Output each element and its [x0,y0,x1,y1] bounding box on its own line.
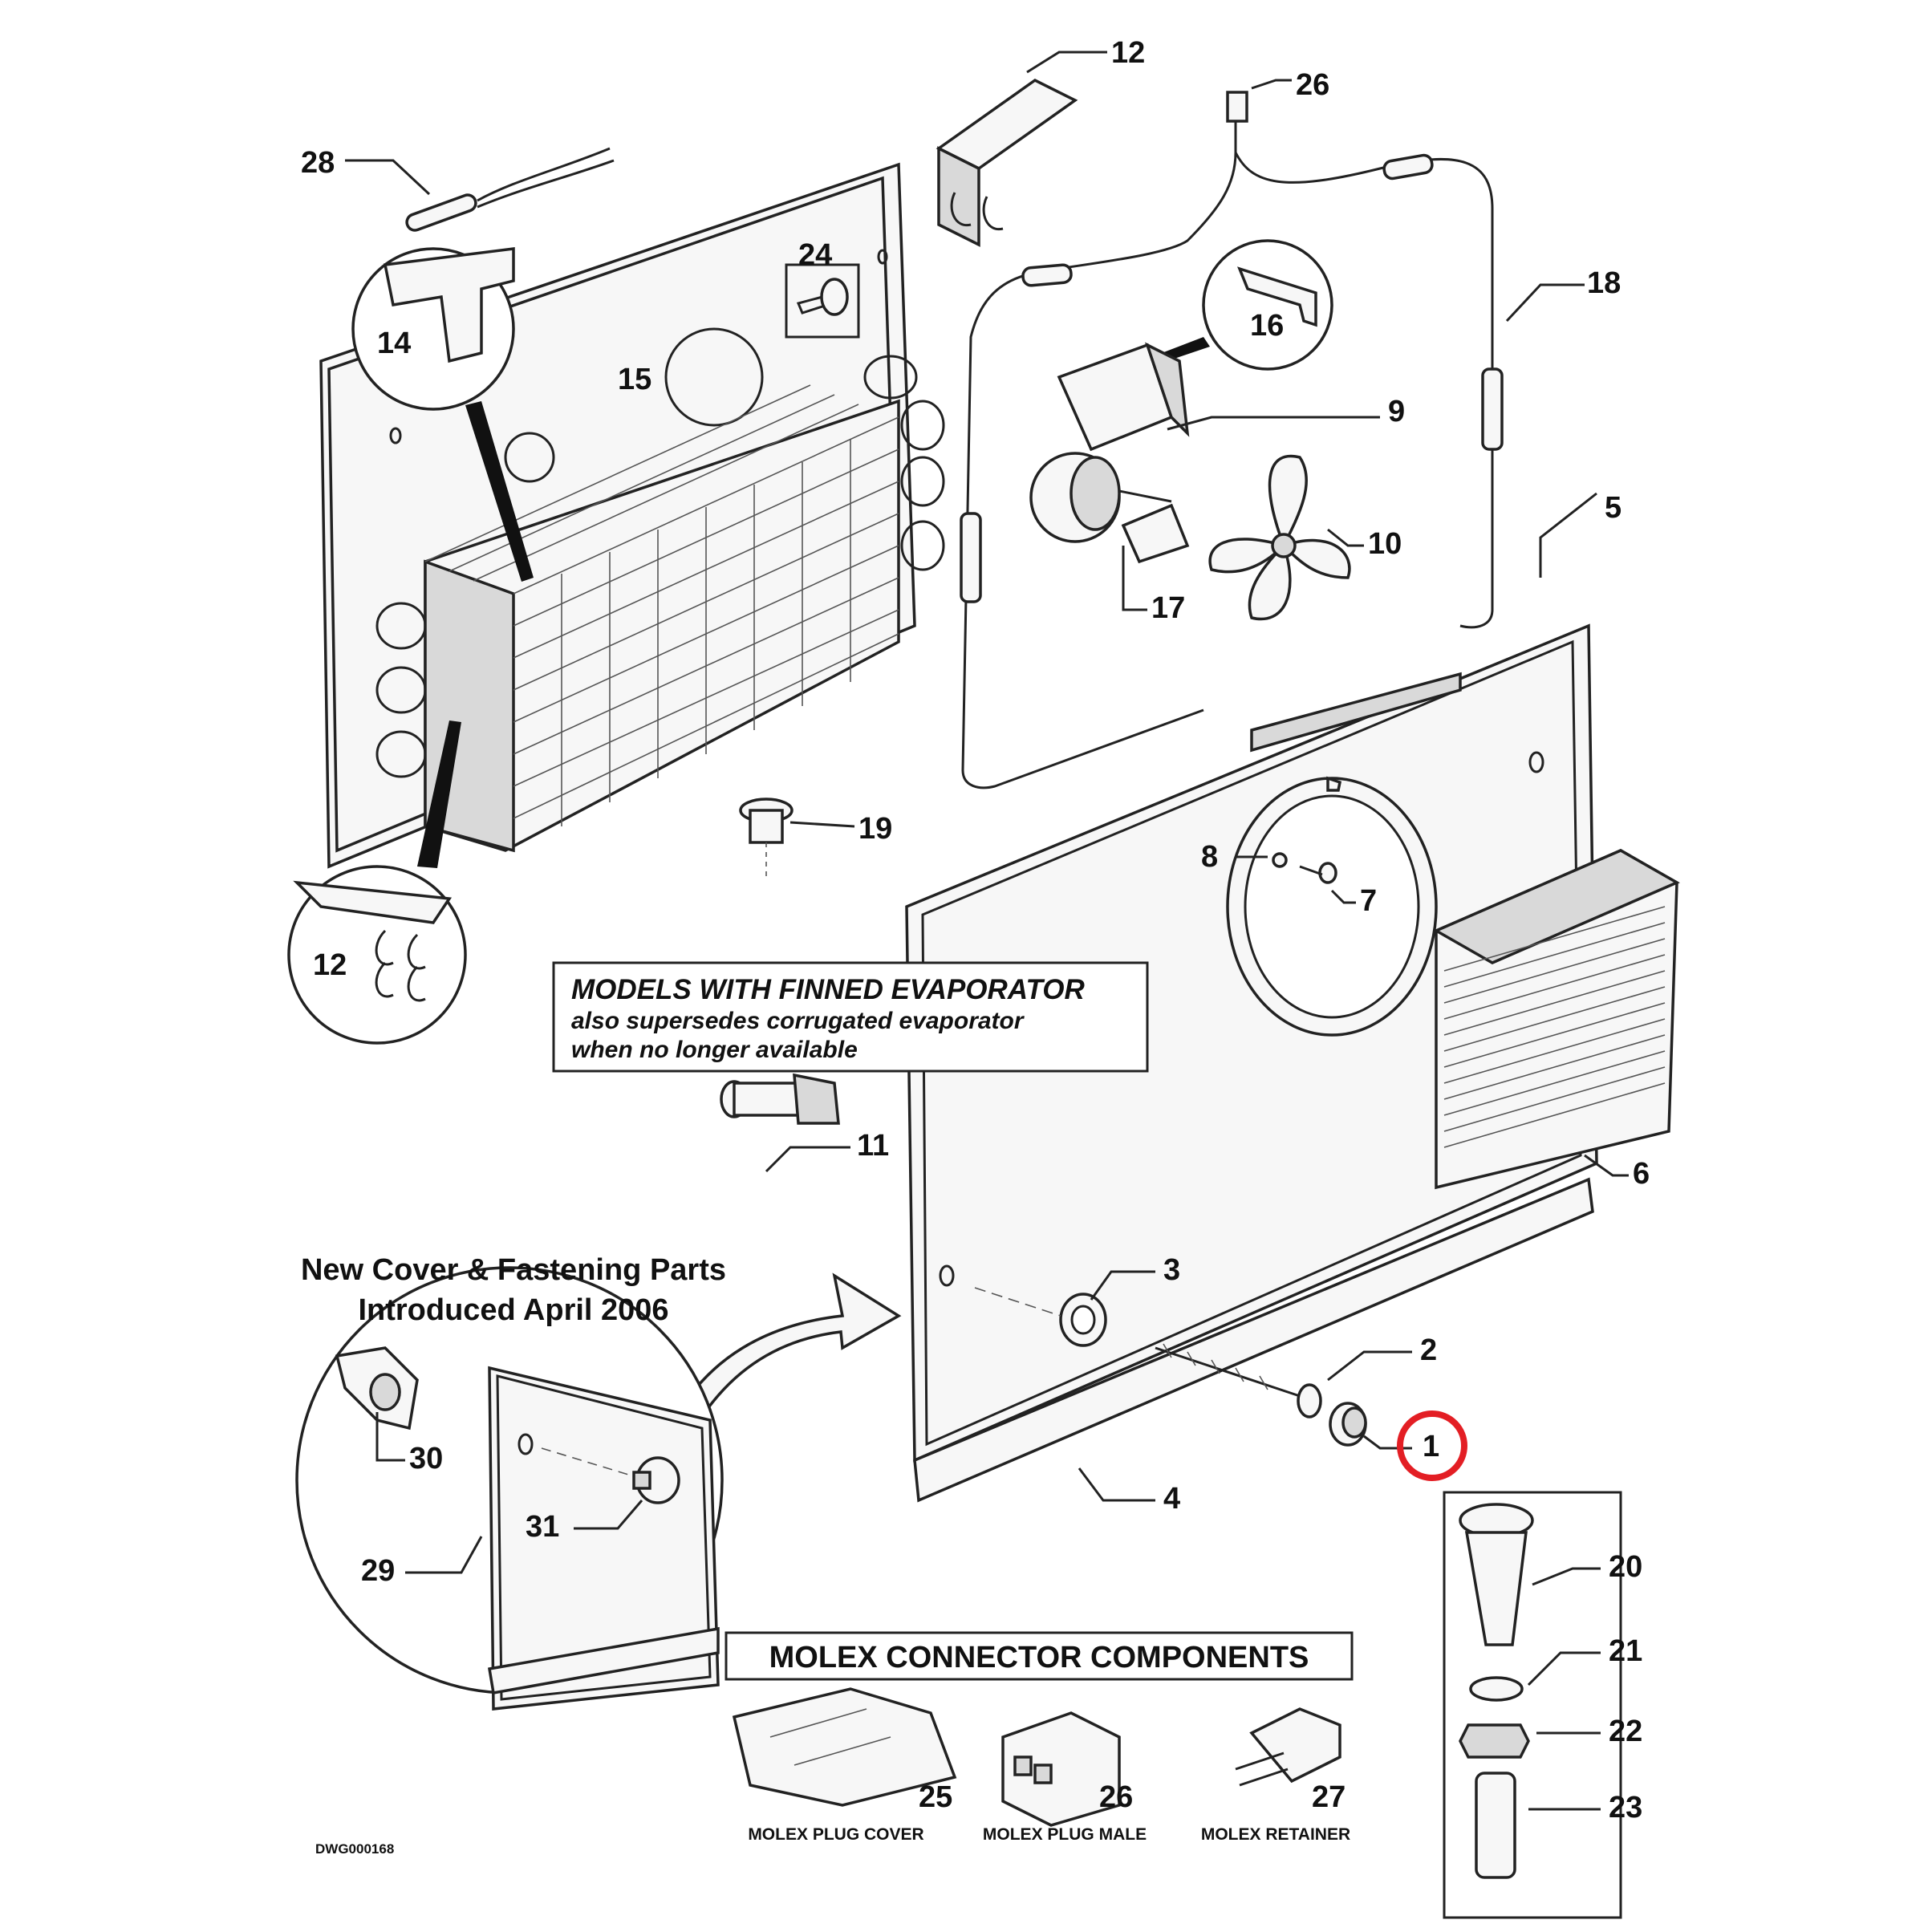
callout-12: 12 [1111,36,1145,70]
molex-plug-cover-label: MOLEX PLUG COVER [748,1825,923,1844]
callout-19: 19 [858,812,892,846]
bolt-11 [720,1073,840,1125]
molex-components-heading: MOLEX CONNECTOR COMPONENTS [724,1631,1354,1681]
callout-25: 25 [919,1780,952,1814]
callout-28: 28 [301,146,335,180]
note-title: MODELS WITH FINNED EVAPORATOR [571,974,1085,1005]
drawing-number: DWG000168 [315,1841,394,1857]
callout-5: 5 [1605,491,1622,525]
clip-30 [335,1346,419,1431]
grommet-3 [974,1287,1107,1347]
callout-1: 1 [1423,1430,1439,1463]
drain-kit-box [1443,1491,1622,1919]
callout-17: 17 [1151,591,1185,625]
grille-6 [1433,849,1680,1190]
callout-11: 11 [857,1129,889,1163]
screw-2 [1155,1343,1322,1419]
callout-7: 7 [1360,884,1377,918]
thermistor-probe [405,147,615,232]
cap-1 [1329,1402,1367,1447]
callout-6: 6 [1633,1157,1650,1191]
detail-circle-16 [1151,239,1333,371]
molex-title: MOLEX CONNECTOR COMPONENTS [769,1641,1309,1674]
fan-blade-10 [1208,454,1351,621]
note-line-1: also supersedes corrugated evaporator [571,1008,1025,1034]
note-line-2: when no longer available [571,1037,858,1063]
callout-16: 16 [1250,309,1284,343]
callout-29: 29 [361,1554,395,1588]
fan-shroud-ring [1226,776,1438,1037]
callout-14: 14 [377,327,411,360]
new-cover-line-1: New Cover & Fastening Parts [301,1253,726,1287]
new-cover-detail-circle [295,1266,724,1711]
callout-15: 15 [618,363,651,396]
molex-retainer-label: MOLEX RETAINER [1201,1825,1350,1844]
molex-plug-male [1001,1711,1121,1827]
callout-26: 26 [1296,68,1329,102]
callout-4: 4 [1163,1482,1180,1516]
front-cover-panel-5 [905,623,1598,1503]
callout-3: 3 [1163,1253,1180,1287]
detail-circle-14 [351,247,534,582]
fan-motor-9 [1029,342,1190,564]
callout-8: 8 [1201,840,1218,874]
callout-22: 22 [1609,1715,1642,1748]
new-cover-heading: New Cover & Fastening Parts Introduced A… [301,1253,726,1327]
callout-27: 27 [1312,1780,1346,1814]
callout-9: 9 [1388,395,1405,428]
bracket-12-top [936,78,1078,247]
callout-26b: 26 [1099,1780,1133,1814]
callout-31: 31 [526,1510,559,1544]
callout-18: 18 [1587,266,1621,300]
callout-20: 20 [1609,1550,1642,1584]
new-cover-line-2: Introduced April 2006 [358,1293,668,1327]
wire-harness-18 [960,91,1504,789]
washer-8 [1272,852,1288,868]
detail-circle-12 [287,720,467,1045]
callout-30: 30 [409,1442,443,1475]
molex-plug-cover [732,1687,957,1807]
screw-7 [1299,862,1337,884]
finned-evaporator-note: MODELS WITH FINNED EVAPORATOR also super… [552,961,1149,1073]
callout-12b: 12 [313,948,347,982]
plug-19 [739,798,794,879]
callout-2: 2 [1420,1333,1437,1367]
molex-retainer [1235,1707,1341,1787]
callout-21: 21 [1609,1634,1642,1668]
callout-24: 24 [798,238,832,272]
callouts: 12 26 28 24 18 14 16 15 9 10 17 5 19 8 7… [301,36,1650,1824]
highlight-circle [1397,1410,1467,1481]
grommet-24 [785,263,860,339]
callout-23: 23 [1609,1791,1642,1824]
callout-10: 10 [1368,527,1402,561]
molex-plug-male-label: MOLEX PLUG MALE [983,1825,1147,1844]
